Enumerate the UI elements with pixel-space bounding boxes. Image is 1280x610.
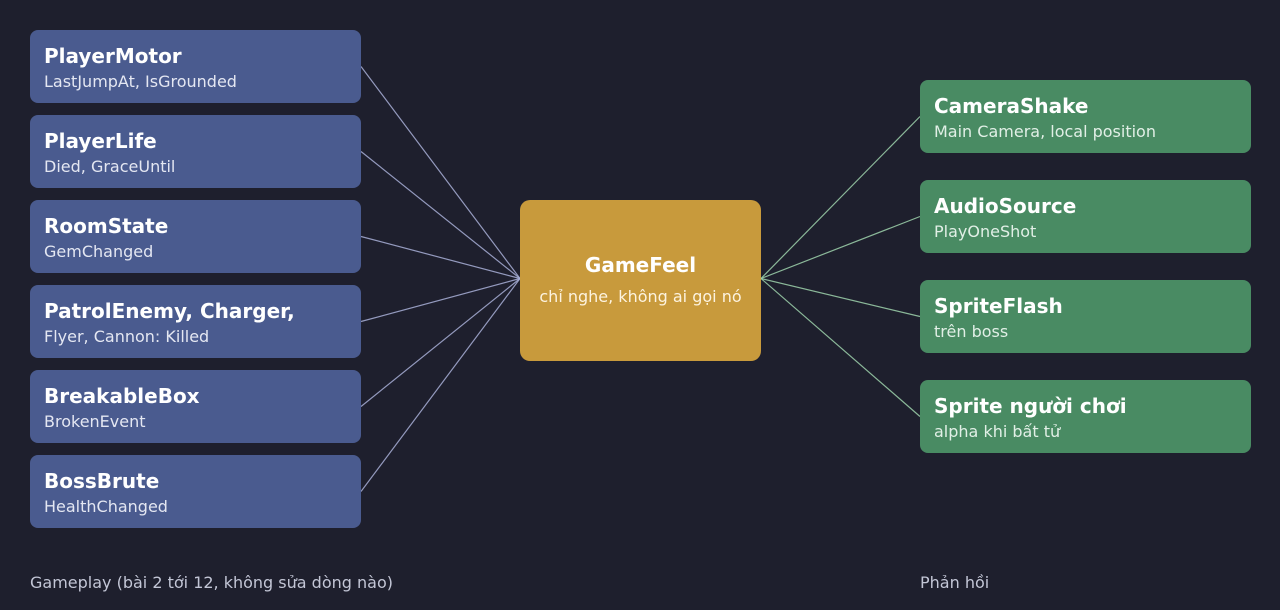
node-title: SpriteFlash — [934, 294, 1063, 318]
hub-title: GameFeel — [584, 253, 697, 277]
node-subtitle: PlayOneShot — [934, 222, 1037, 241]
connector-target-1 — [760, 215, 921, 280]
node-title: BreakableBox — [44, 384, 200, 408]
source-node-enemies: PatrolEnemy, Charger, Flyer, Cannon: Kil… — [30, 285, 361, 358]
node-title: RoomState — [44, 214, 169, 238]
hub-node-gamefeel: GameFeel chỉ nghe, không ai gọi nó — [520, 200, 761, 361]
hub-subtitle: chỉ nghe, không ai gọi nó — [539, 287, 742, 306]
source-node-player-life: PlayerLife Died, GraceUntil — [30, 115, 361, 188]
source-node-player-motor: PlayerMotor LastJumpAt, IsGrounded — [30, 30, 361, 103]
node-title: PlayerLife — [44, 129, 157, 153]
connector-source-0 — [360, 66, 521, 279]
target-node-audio-source: AudioSource PlayOneShot — [920, 180, 1251, 253]
node-subtitle: Flyer, Cannon: Killed — [44, 327, 210, 346]
feedback-caption: Phản hồi — [920, 573, 990, 592]
node-title: CameraShake — [934, 94, 1089, 118]
node-subtitle: Main Camera, local position — [934, 122, 1156, 141]
node-subtitle: alpha khi bất tử — [934, 422, 1061, 441]
node-subtitle: GemChanged — [44, 242, 154, 261]
node-title: Sprite người chơi — [934, 394, 1127, 418]
node-title: PatrolEnemy, Charger, — [44, 299, 295, 323]
node-subtitle: Died, GraceUntil — [44, 157, 176, 176]
connector-source-3 — [360, 277, 521, 323]
gameplay-caption: Gameplay (bài 2 tới 12, không sửa dòng n… — [30, 573, 393, 592]
connector-target-2 — [760, 277, 921, 318]
node-subtitle: BrokenEvent — [44, 412, 146, 431]
connector-target-3 — [760, 278, 921, 417]
source-node-boss-brute: BossBrute HealthChanged — [30, 455, 361, 528]
connector-source-4 — [360, 278, 521, 407]
target-node-player-sprite: Sprite người chơi alpha khi bất tử — [920, 380, 1251, 453]
connector-source-2 — [360, 235, 521, 280]
connector-source-1 — [360, 151, 521, 279]
connector-target-0 — [760, 116, 921, 279]
source-node-breakable-box: BreakableBox BrokenEvent — [30, 370, 361, 443]
node-title: PlayerMotor — [44, 44, 182, 68]
target-node-camera-shake: CameraShake Main Camera, local position — [920, 80, 1251, 153]
connector-source-5 — [360, 278, 521, 492]
node-subtitle: trên boss — [934, 322, 1009, 341]
node-title: BossBrute — [44, 469, 160, 493]
node-subtitle: LastJumpAt, IsGrounded — [44, 72, 237, 91]
node-title: AudioSource — [934, 194, 1077, 218]
node-subtitle: HealthChanged — [44, 497, 168, 516]
target-node-sprite-flash: SpriteFlash trên boss — [920, 280, 1251, 353]
source-node-room-state: RoomState GemChanged — [30, 200, 361, 273]
